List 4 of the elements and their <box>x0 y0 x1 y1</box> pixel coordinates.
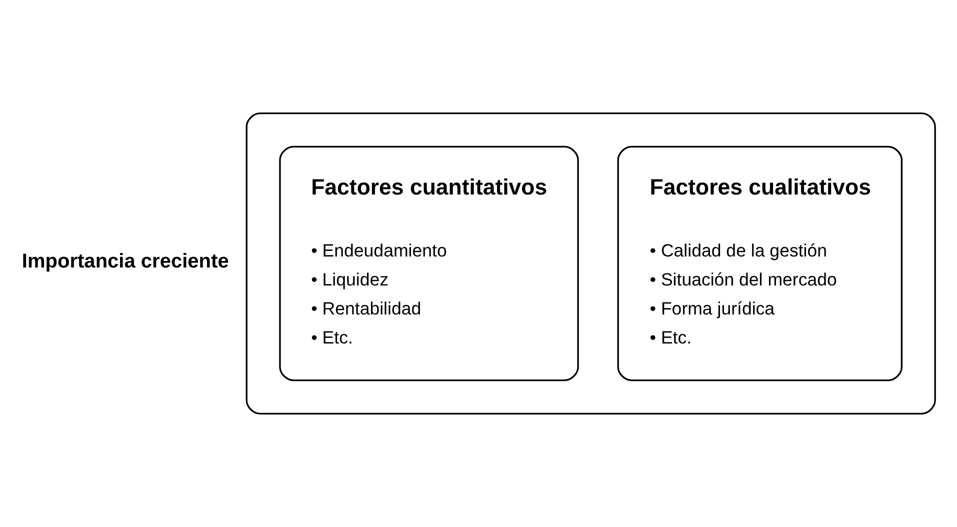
node-box: Factores cualitativos • Calidad de la gestión • Situación del mercado • Forma jurídica • Etc. <box>617 146 903 382</box>
label: Importancia creciente <box>22 250 229 272</box>
cluster <box>246 112 936 414</box>
node-box: Factores cuantitativos • Endeudamiento • Liquidez • Rentabilidad • Etc. <box>279 146 579 382</box>
